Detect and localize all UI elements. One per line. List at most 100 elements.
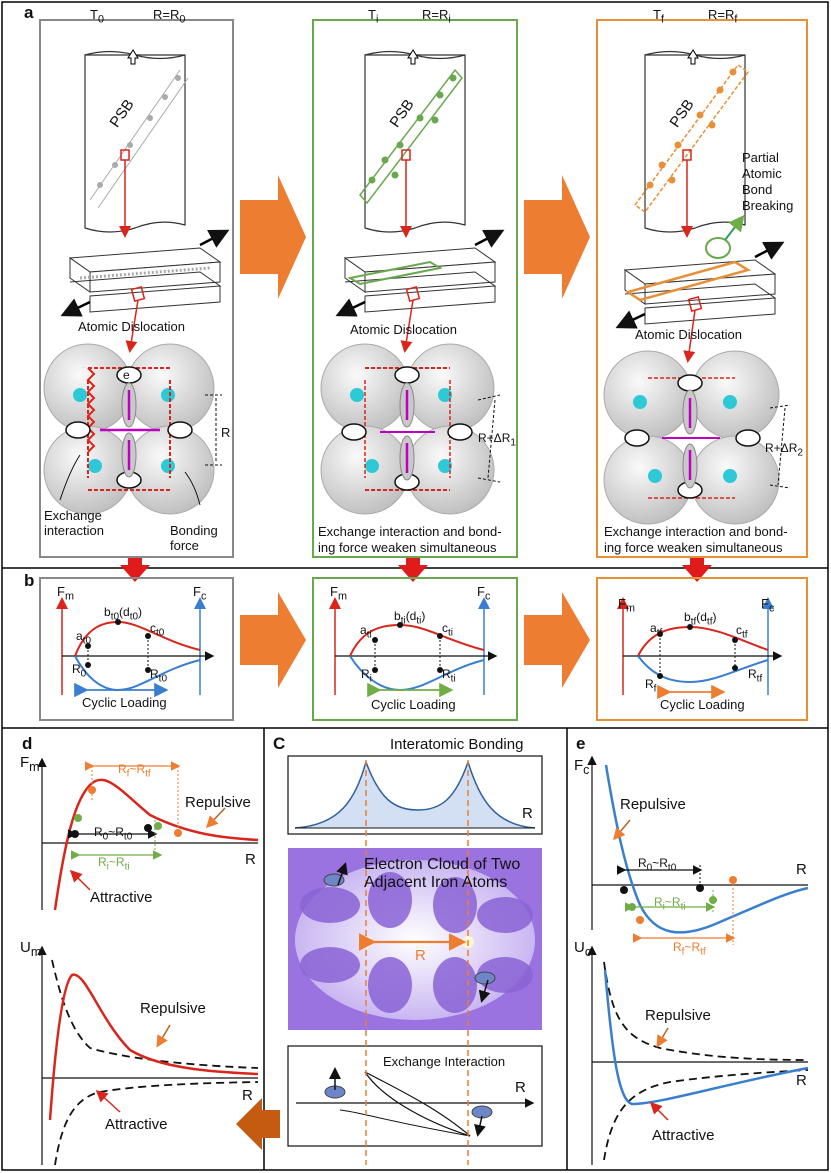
col1-radius: R=R0 — [153, 7, 186, 26]
col2-radius: R=Ri — [422, 7, 451, 26]
d-fm: Fm — [20, 754, 40, 774]
b3-r2: Rtf — [748, 667, 763, 685]
c-to-d-arrow — [236, 1098, 280, 1150]
c-exchange-label: Exchange Interaction — [383, 1054, 506, 1069]
d-force-plot — [37, 757, 259, 911]
b3-fm: Fm — [618, 596, 635, 615]
b1-c: ct0 — [150, 621, 165, 639]
col2-spacing: R+ΔR1 — [478, 431, 516, 449]
e-range-green: Ri~Rti — [654, 895, 686, 913]
b3-fc: Fc — [761, 596, 775, 615]
col3-caption: Exchange interaction and bond-ing force … — [604, 524, 788, 555]
e-attractive-energy: Attractive — [652, 1127, 715, 1144]
c-r-top: R — [522, 805, 533, 822]
col1-dislocation: Atomic Dislocation — [78, 319, 185, 334]
panel-label-a: a — [24, 3, 34, 22]
e-uc: Uc — [574, 939, 592, 959]
d-r-energy: R — [242, 1087, 253, 1104]
column-intermediate-graphics — [320, 49, 505, 515]
down-arrow-1 — [120, 558, 150, 582]
col1-spacing: R — [221, 425, 231, 440]
e-fc: Fc — [574, 757, 590, 777]
col2-temp: Ti — [368, 7, 379, 26]
panel-label-e: e — [576, 734, 586, 753]
e-r-energy: R — [796, 1072, 807, 1089]
b-transition-arrow-1 — [240, 592, 306, 688]
b1-r1: R0 — [72, 662, 87, 680]
b2-r2: Rti — [442, 667, 456, 685]
b3-a: atf — [650, 621, 663, 639]
electron-label: e — [123, 368, 130, 382]
b-box-intermediate — [312, 577, 518, 721]
b-chart-intermediate — [329, 597, 498, 698]
b3-loading: Cyclic Loading — [660, 697, 745, 712]
b2-fm: Fm — [330, 584, 347, 603]
e-energy-plot — [587, 945, 809, 1165]
b1-fc: Fc — [193, 584, 207, 603]
col3-temp: Tf — [653, 7, 664, 26]
d-repulsive-force: Repulsive — [185, 794, 251, 811]
e-range-black: R0~Rt0 — [638, 856, 677, 874]
b-box-final — [596, 577, 808, 721]
c-exchange-plot — [287, 1045, 543, 1147]
column-initial-graphics — [43, 49, 230, 515]
c-electron-cloud — [288, 848, 542, 1030]
b-chart-final — [617, 597, 783, 700]
down-arrow-2 — [398, 558, 428, 582]
b2-a: ati — [360, 623, 372, 641]
d-r-force: R — [245, 851, 256, 868]
d-range-black: R0~Rt0 — [94, 825, 133, 843]
col1-temp: T0 — [90, 7, 104, 26]
transition-arrow-1 — [240, 175, 306, 299]
transition-arrow-2 — [524, 175, 590, 299]
c-bonding-plot — [287, 755, 543, 835]
d-energy-plot — [37, 945, 259, 1166]
down-arrow-3 — [682, 558, 712, 582]
b1-a: at0 — [76, 629, 92, 647]
d-range-orange: Rf~Rtf — [118, 762, 151, 780]
panel-label-b: b — [24, 571, 35, 590]
c-title: Interatomic Bonding — [390, 736, 524, 753]
col2-dislocation: Atomic Dislocation — [350, 322, 457, 337]
b1-r2: Rt0 — [150, 667, 168, 685]
panel-label-d: d — [22, 734, 33, 753]
b-chart-initial — [56, 597, 215, 698]
b2-c: cti — [442, 621, 453, 639]
c-r-cloud: R — [415, 947, 426, 964]
b2-r1: Ri — [361, 667, 372, 685]
column-box-initial — [39, 19, 234, 558]
b2-b: bti(dti) — [394, 609, 426, 627]
b2-loading: Cyclic Loading — [371, 697, 456, 712]
b-box-initial — [39, 577, 234, 721]
c-r-bottom: R — [515, 1079, 526, 1096]
e-force-plot — [587, 755, 809, 945]
column-final-graphics — [603, 49, 791, 525]
e-r-force: R — [796, 861, 807, 878]
column-box-intermediate — [312, 19, 518, 558]
b1-loading: Cyclic Loading — [82, 695, 167, 710]
b1-fm: Fm — [57, 584, 74, 603]
col3-dislocation: Atomic Dislocation — [635, 327, 742, 342]
b3-b: btf(dtf) — [684, 610, 717, 628]
e-repulsive-energy: Repulsive — [645, 1007, 711, 1024]
col2-caption: Exchange interaction and bond-ing force … — [318, 524, 502, 555]
b2-fc: Fc — [477, 584, 491, 603]
col3-radius: R=Rf — [708, 7, 738, 26]
d-attractive-force: Attractive — [90, 889, 153, 906]
b3-c: ctf — [736, 623, 748, 641]
b-transition-arrow-2 — [524, 592, 590, 688]
d-attractive-energy: Attractive — [105, 1116, 168, 1133]
panel-label-c: C — [273, 734, 286, 753]
column-box-final — [596, 19, 808, 558]
b3-r1: Rf — [645, 677, 657, 695]
d-repulsive-energy: Repulsive — [140, 1000, 206, 1017]
col3-spacing: R+ΔR2 — [765, 441, 803, 459]
e-repulsive-force: Repulsive — [620, 796, 686, 813]
